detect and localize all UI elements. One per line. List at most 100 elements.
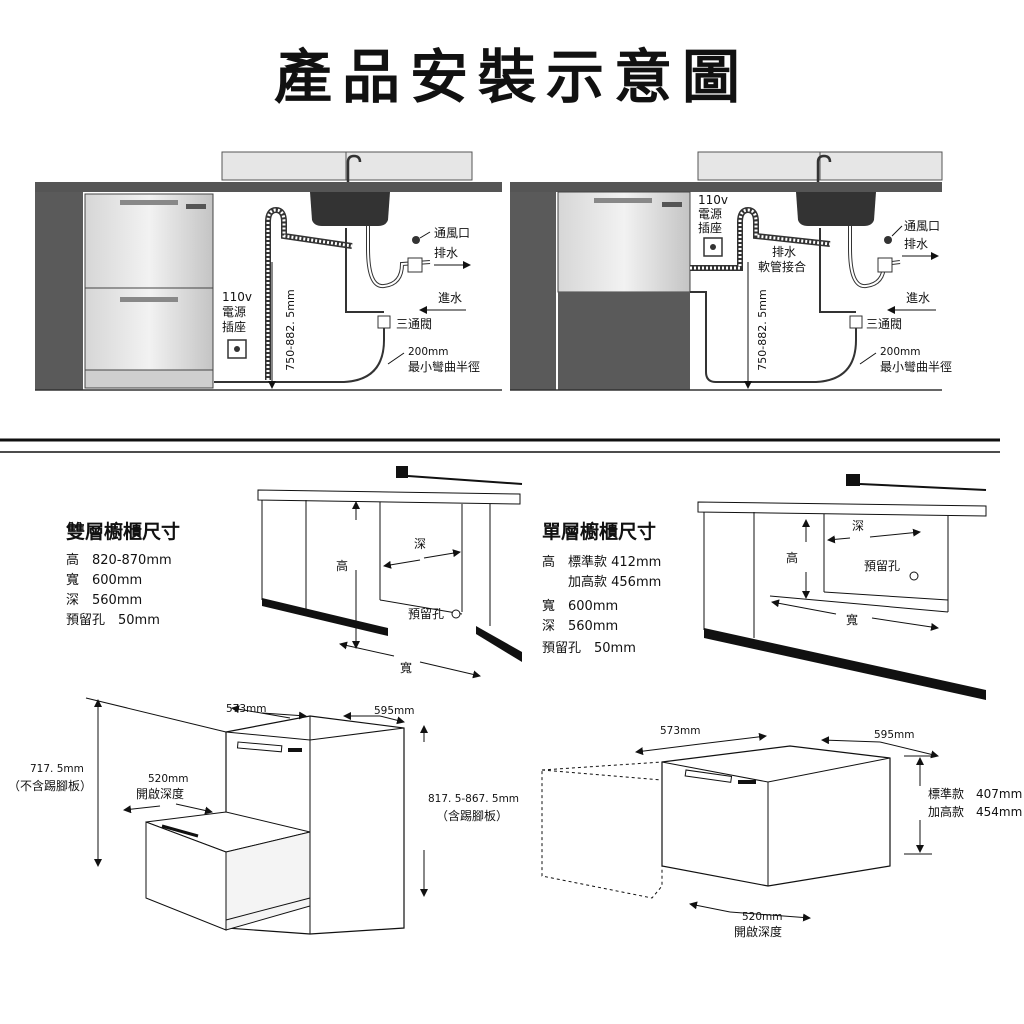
drawer-handle xyxy=(684,769,733,783)
deep-arrow-left xyxy=(383,559,421,569)
countertop xyxy=(257,489,521,505)
drawer-side xyxy=(225,831,311,931)
deep-arrow-right xyxy=(423,549,461,559)
drain-label: 排水 xyxy=(434,246,458,260)
double-height-note: （不含踢腳板） xyxy=(8,778,92,793)
radius-label-2: 最小彎曲半徑 xyxy=(408,359,480,374)
depth-arrow-right xyxy=(261,711,307,720)
unit-single-diagram xyxy=(541,732,939,922)
single-depth-label: 573mm xyxy=(660,725,701,737)
unit-body xyxy=(661,745,891,887)
deep-label: 深 xyxy=(852,519,864,533)
high-label: 高 xyxy=(786,550,798,565)
double-spec-deep: 深 560mm xyxy=(66,593,142,608)
install-single-diagram: 750-882. 5mm 110v 電源 插座 通風口 排水 排水 軟管接合 進… xyxy=(510,151,952,391)
single-spec-high-std: 高 標準款 412mm xyxy=(542,554,661,570)
double-height-label: 717. 5mm xyxy=(30,763,84,775)
double-spec-high: 高 820-870mm xyxy=(66,552,172,568)
double-total-height-note: （含踢腳板） xyxy=(436,808,508,823)
open-arrow-left xyxy=(689,901,731,913)
deep-arrow-right xyxy=(869,528,921,538)
ghost-top-edge xyxy=(541,769,663,781)
right-plinth xyxy=(476,626,522,662)
wall-marker xyxy=(846,474,860,486)
vent-label: 通風口 xyxy=(904,219,940,233)
drain-label: 排水 xyxy=(904,237,928,251)
unit-top-edge xyxy=(225,727,405,741)
unit-double-diagram xyxy=(85,697,428,935)
wide-label: 寬 xyxy=(400,660,412,675)
radius-label-1: 200mm xyxy=(880,346,921,358)
drain-hose-ribs xyxy=(266,208,353,380)
single-spec-high-tall: 加高款 456mm xyxy=(542,574,661,590)
lower-cabinet xyxy=(558,292,690,390)
height-ref-top xyxy=(85,697,227,733)
drain-hose-label-2: 軟管接合 xyxy=(758,259,806,274)
radius-leader xyxy=(387,352,405,365)
drain-hose-label-1: 排水 xyxy=(772,245,796,259)
side-cabinet xyxy=(35,192,83,390)
open-drawer-ghost xyxy=(541,761,663,899)
power-label-3: 插座 xyxy=(698,220,722,235)
trap-fitting xyxy=(877,257,893,273)
plinth xyxy=(704,628,986,700)
handle xyxy=(594,198,652,203)
single-open-note: 開啟深度 xyxy=(734,924,782,939)
drawer-handle xyxy=(161,824,199,838)
power-label-2: 電源 xyxy=(698,207,722,221)
sink xyxy=(796,192,876,226)
control-panel xyxy=(738,780,756,784)
power-label-3: 插座 xyxy=(222,319,246,334)
single-width-label: 595mm xyxy=(874,729,915,741)
drain-hose xyxy=(265,206,353,380)
hole-label: 預留孔 xyxy=(408,607,444,621)
depth-arrow-left xyxy=(635,743,701,756)
vent-leader xyxy=(419,231,431,239)
single-spec-deep: 深 560mm xyxy=(542,619,618,634)
valve-label: 三通閥 xyxy=(866,317,902,331)
inlet-hose xyxy=(214,316,385,383)
radius-label-1: 200mm xyxy=(408,346,449,358)
wall-marker xyxy=(396,466,408,478)
vent-valve xyxy=(412,236,420,244)
double-total-height-label: 817. 5-867. 5mm xyxy=(428,793,519,805)
top-drawer-handle xyxy=(236,741,283,753)
control-panel xyxy=(662,202,682,207)
depth-arrow-left xyxy=(231,705,291,719)
drain-trap-inner xyxy=(367,226,431,288)
opening-floor xyxy=(379,599,463,615)
wide-arrow-left xyxy=(339,641,395,657)
socket-hole xyxy=(710,244,716,250)
drain-hose-ribs xyxy=(690,208,831,270)
double-width-label: 595mm xyxy=(374,705,415,717)
vent-valve xyxy=(884,236,892,244)
depth-arrow-right xyxy=(699,732,767,745)
cabinet-single-diagram: 高 深 預留孔 寬 xyxy=(697,474,987,700)
vent-label: 通風口 xyxy=(434,226,470,240)
three-way-valve-icon xyxy=(849,315,863,329)
single-spec-wide: 寬 600mm xyxy=(542,598,618,614)
single-spec-hole: 預留孔 50mm xyxy=(542,641,636,656)
vent-leader xyxy=(891,225,903,237)
reserved-hole-icon xyxy=(451,609,461,619)
high-label: 高 xyxy=(336,558,348,573)
deep-arrow-left xyxy=(827,535,851,544)
wall-line xyxy=(859,483,987,491)
cabinet-double-diagram: 高 深 預留孔 寬 xyxy=(257,466,523,679)
inlet-hose xyxy=(690,291,857,383)
wide-label: 寬 xyxy=(846,612,858,627)
power-label-1: 110v xyxy=(698,193,728,207)
hole-label: 預留孔 xyxy=(864,559,900,573)
single-open-label: 520mm xyxy=(742,911,783,923)
wide-arrow-right xyxy=(871,617,939,631)
control-panel xyxy=(288,748,302,752)
power-label-1: 110v xyxy=(222,290,252,304)
countertop xyxy=(510,182,942,192)
three-way-valve-icon xyxy=(377,315,391,329)
radius-label-2: 最小彎曲半徑 xyxy=(880,359,952,374)
inlet-label: 進水 xyxy=(438,291,462,305)
inlet-label: 進水 xyxy=(906,291,930,305)
wide-arrow-left xyxy=(771,599,837,615)
height-range-label: 750-882. 5mm xyxy=(756,289,769,370)
